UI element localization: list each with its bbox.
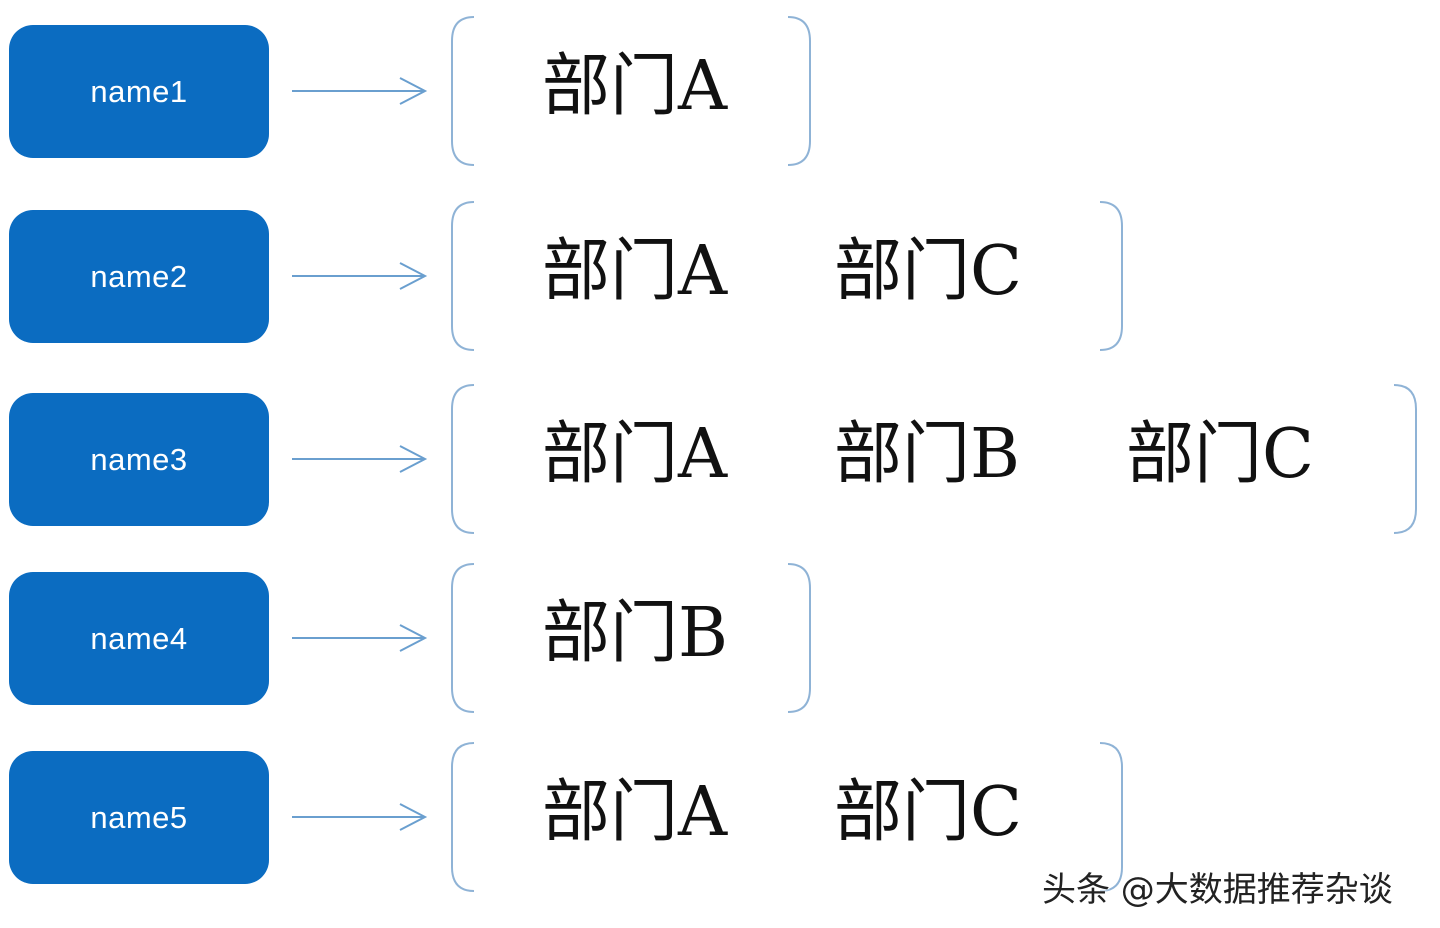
department-label: 部门A — [542, 773, 728, 852]
mapping-row: name5 部门A 部门C — [0, 0, 1440, 892]
right-arrow-icon — [292, 77, 428, 105]
mapping-row: name4 部门B — [0, 0, 1440, 713]
right-arrow-icon — [292, 262, 428, 290]
department-bracket — [451, 384, 1417, 534]
department-label: 部门A — [542, 47, 728, 126]
department-label: 部门C — [834, 232, 1023, 311]
watermark: 头条 @大数据推荐杂谈 — [1042, 870, 1393, 910]
name-box: name4 — [9, 572, 269, 705]
department-bracket — [451, 742, 1123, 892]
department-bracket — [451, 563, 811, 713]
department-bracket — [451, 201, 1123, 351]
mapping-row: name1 部门A — [0, 0, 1440, 166]
department-label: 部门B — [834, 415, 1020, 494]
right-arrow-icon — [292, 445, 428, 473]
name-box: name5 — [9, 751, 269, 884]
department-label: 部门C — [834, 773, 1023, 852]
name-box: name2 — [9, 210, 269, 343]
right-arrow-icon — [292, 803, 428, 831]
department-bracket — [451, 16, 811, 166]
department-label: 部门B — [542, 594, 728, 673]
name-box: name3 — [9, 393, 269, 526]
department-label: 部门A — [542, 232, 728, 311]
name-box: name1 — [9, 25, 269, 158]
mapping-row: name3 部门A 部门B 部门C — [0, 0, 1440, 534]
department-label: 部门C — [1126, 415, 1315, 494]
department-label: 部门A — [542, 415, 728, 494]
right-arrow-icon — [292, 624, 428, 652]
mapping-row: name2 部门A 部门C — [0, 0, 1440, 351]
